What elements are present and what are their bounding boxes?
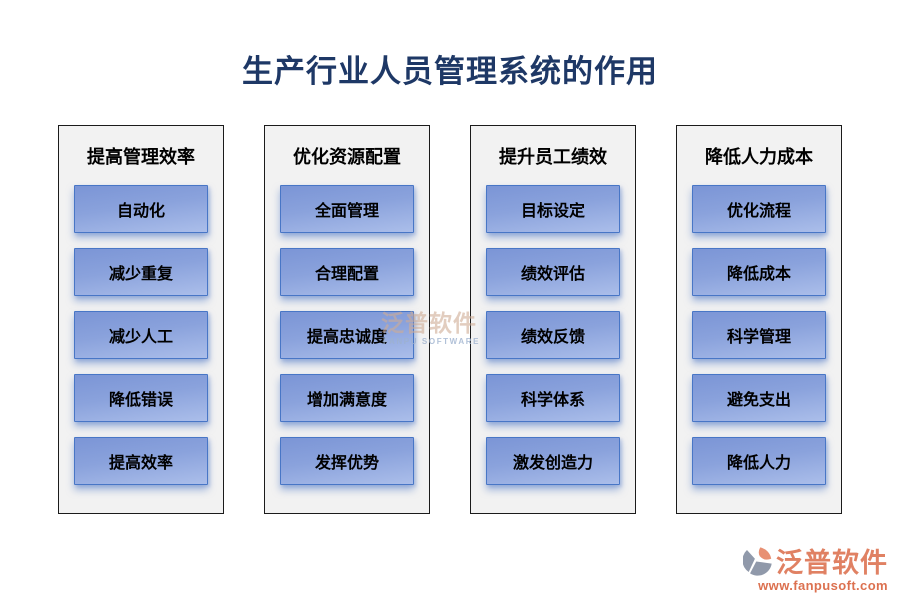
item-button[interactable]: 提高效率 <box>74 437 208 485</box>
fanpu-logo-icon <box>743 546 773 576</box>
item-button[interactable]: 降低人力 <box>692 437 826 485</box>
panel-management-efficiency: 提高管理效率 自动化 减少重复 减少人工 降低错误 提高效率 <box>58 125 224 514</box>
item-button[interactable]: 增加满意度 <box>280 374 414 422</box>
item-button[interactable]: 避免支出 <box>692 374 826 422</box>
item-button[interactable]: 绩效反馈 <box>486 311 620 359</box>
item-button[interactable]: 优化流程 <box>692 185 826 233</box>
item-button[interactable]: 全面管理 <box>280 185 414 233</box>
panel-header: 优化资源配置 <box>293 146 401 167</box>
item-button[interactable]: 合理配置 <box>280 248 414 296</box>
brand-row: 泛普软件 <box>743 541 888 580</box>
item-button[interactable]: 发挥优势 <box>280 437 414 485</box>
brand-name: 泛普软件 <box>776 548 888 578</box>
brand-url-link[interactable]: www.fanpusoft.com <box>758 578 888 593</box>
item-button[interactable]: 科学管理 <box>692 311 826 359</box>
item-button[interactable]: 激发创造力 <box>486 437 620 485</box>
item-button[interactable]: 降低错误 <box>74 374 208 422</box>
item-button[interactable]: 减少人工 <box>74 311 208 359</box>
panel-employee-performance: 提升员工绩效 目标设定 绩效评估 绩效反馈 科学体系 激发创造力 <box>470 125 636 514</box>
page-title: 生产行业人员管理系统的作用 <box>242 54 658 89</box>
panel-header: 提升员工绩效 <box>499 146 607 167</box>
panel-labor-cost: 降低人力成本 优化流程 降低成本 科学管理 避免支出 降低人力 <box>676 125 842 514</box>
item-button[interactable]: 自动化 <box>74 185 208 233</box>
item-button[interactable]: 绩效评估 <box>486 248 620 296</box>
panel-header: 提高管理效率 <box>87 146 195 167</box>
item-button[interactable]: 科学体系 <box>486 374 620 422</box>
item-button[interactable]: 降低成本 <box>692 248 826 296</box>
item-button[interactable]: 减少重复 <box>74 248 208 296</box>
panels-row: 提高管理效率 自动化 减少重复 减少人工 降低错误 提高效率 优化资源配置 全面… <box>0 125 900 514</box>
panel-header: 降低人力成本 <box>705 146 813 167</box>
panel-resource-allocation: 优化资源配置 全面管理 合理配置 提高忠诚度 增加满意度 发挥优势 <box>264 125 430 514</box>
item-button[interactable]: 目标设定 <box>486 185 620 233</box>
item-button[interactable]: 提高忠诚度 <box>280 311 414 359</box>
fanpu-brand-block: 泛普软件 www.fanpusoft.com <box>743 541 888 593</box>
